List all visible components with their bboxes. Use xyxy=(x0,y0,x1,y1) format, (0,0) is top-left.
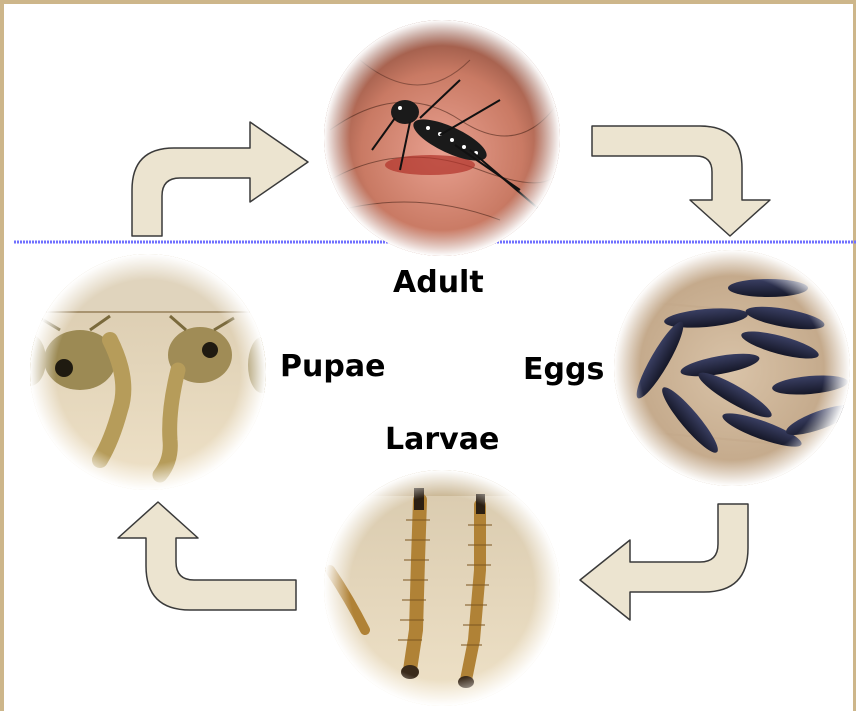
stage-label-eggs: Eggs xyxy=(523,355,604,385)
stage-label-adult: Adult xyxy=(393,268,484,298)
arrow-adult-to-eggs-icon xyxy=(592,126,770,236)
arrow-pupae-to-adult-icon xyxy=(132,122,308,236)
arrow-larvae-to-pupae-icon xyxy=(118,502,296,610)
arrow-eggs-to-larvae-icon xyxy=(580,504,748,620)
stage-label-larvae: Larvae xyxy=(385,425,499,455)
stage-label-pupae: Pupae xyxy=(280,352,385,382)
